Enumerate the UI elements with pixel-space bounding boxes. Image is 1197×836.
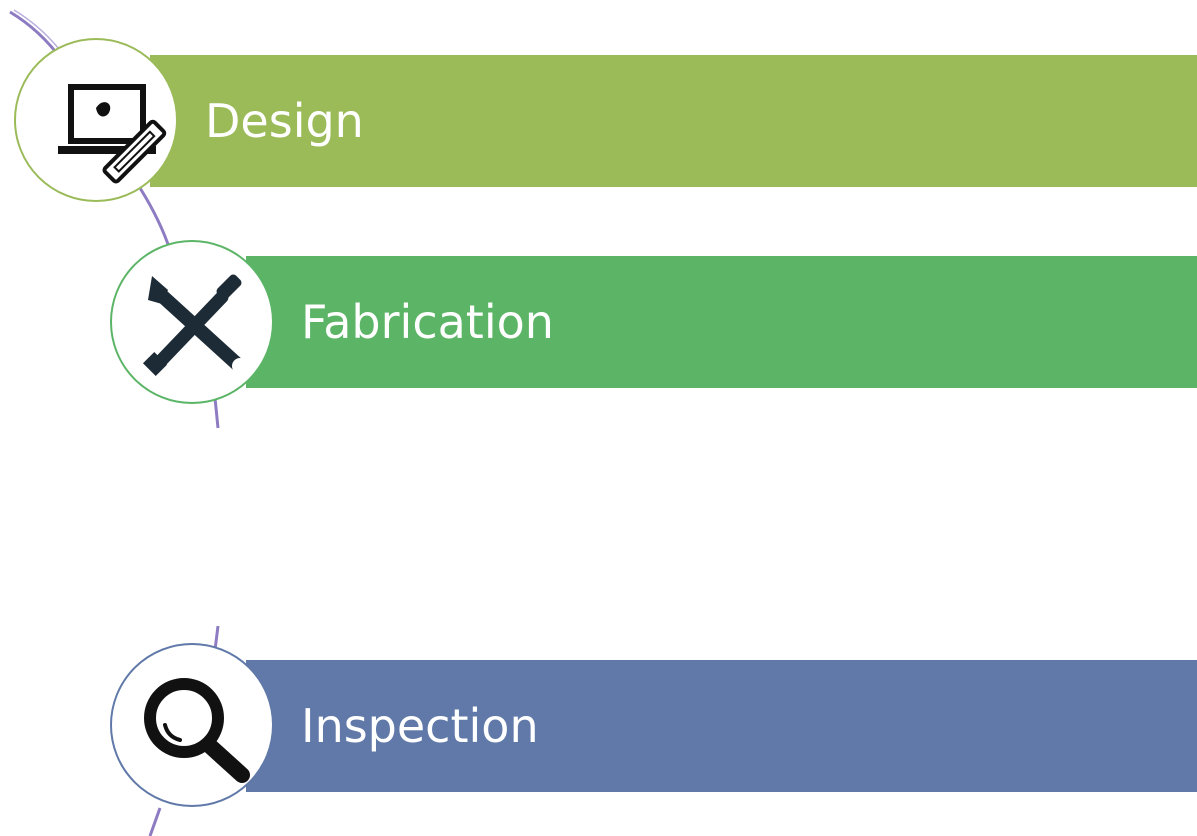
step-circle-fabrication xyxy=(110,240,274,404)
step-label-design: Design xyxy=(205,94,364,148)
magnifier-icon xyxy=(144,678,250,783)
wrench-screwdriver-icon xyxy=(142,274,248,377)
step-label-inspection: Inspection xyxy=(301,699,539,753)
step-bar-fabrication xyxy=(246,256,1197,388)
step-circle-design xyxy=(14,38,178,202)
step-label-fabrication: Fabrication xyxy=(301,295,554,349)
step-bar-design xyxy=(150,55,1197,187)
laptop-brush-icon xyxy=(58,84,167,184)
step-bar-inspection xyxy=(246,660,1197,792)
step-circle-inspection xyxy=(110,643,274,807)
